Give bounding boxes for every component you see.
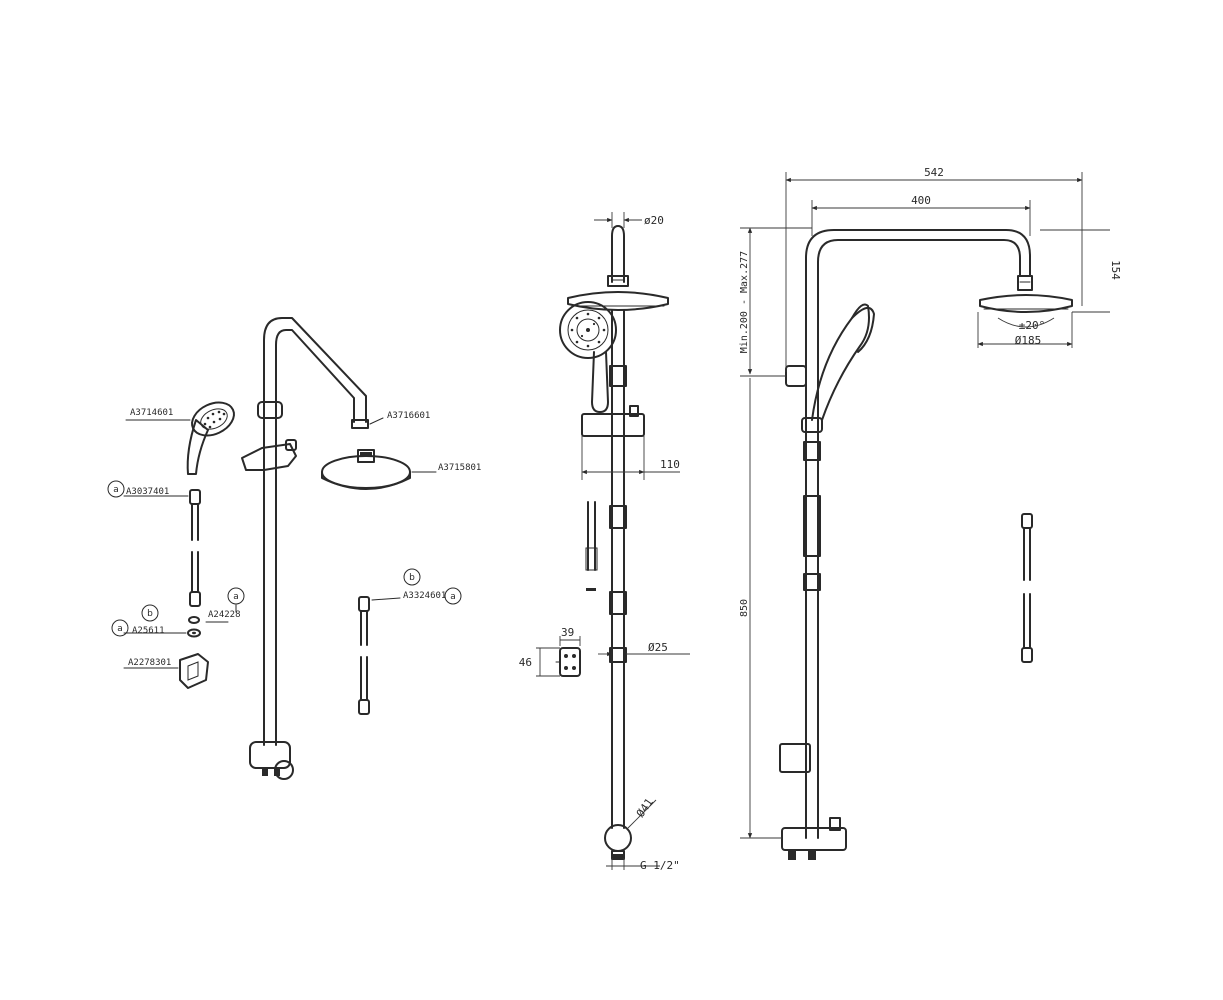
- dim-bracket-height: 46: [519, 656, 532, 669]
- dim-head-drop: 154: [1109, 260, 1122, 280]
- front-view: ø20 110 Ø25 39 46 Ø41 G 1/2": [519, 212, 690, 872]
- exploded-head-shower: [321, 449, 411, 490]
- side-dimension-lines: [740, 172, 1110, 839]
- dim-bracket-width: 39: [561, 626, 574, 639]
- svg-text:a: a: [450, 592, 456, 602]
- label-wall-bracket: A2278301: [128, 658, 171, 668]
- dim-top-pipe-diameter: ø20: [644, 214, 664, 227]
- dim-adjustment-range: Min.200 - Max.277: [739, 251, 750, 353]
- exploded-leader-lines: [123, 417, 437, 669]
- exploded-hose-a: [189, 489, 201, 607]
- label-hose-a: A3037401: [126, 487, 169, 497]
- svg-text:b: b: [147, 609, 153, 619]
- svg-text:a: a: [117, 624, 123, 634]
- dim-rail-height: 850: [739, 599, 750, 617]
- front-hand-shower-nozzles: [570, 312, 606, 348]
- exploded-rail-assembly: [241, 317, 369, 780]
- svg-text:a: a: [113, 485, 119, 495]
- exploded-view: A3714601 A3716601 A3715801 A3037401 A242…: [107, 317, 481, 780]
- variant-tag-b-washer: b: [141, 604, 159, 622]
- front-dimension-lines: [536, 212, 690, 870]
- svg-text:a: a: [233, 592, 239, 602]
- dim-bottom-diameter: Ø41: [634, 796, 656, 820]
- svg-text:b: b: [409, 573, 415, 583]
- variant-tag-a-hose: a: [107, 480, 125, 498]
- exploded-washers: [187, 616, 201, 638]
- exploded-hand-shower: [186, 401, 235, 475]
- side-view: 542 400 154 Min.200 - Max.277 850 ±20° Ø…: [739, 166, 1122, 860]
- dim-rail-diameter: Ø25: [648, 641, 668, 654]
- variant-tag-a-washer-seal: a: [111, 619, 129, 637]
- variant-tag-b-hose: b: [403, 568, 421, 586]
- variant-tag-a-hose-b: a: [444, 587, 462, 605]
- exploded-hose-b: [358, 596, 370, 715]
- dim-arm-reach: 400: [911, 194, 931, 207]
- label-hose-b: A3324601: [403, 591, 446, 601]
- dim-tilt-angle: ±20°: [1019, 319, 1046, 332]
- label-washer-small: A24228: [208, 610, 241, 620]
- dim-slider-width: 110: [660, 458, 680, 471]
- label-head-shower: A3715801: [438, 463, 481, 473]
- exploded-wall-bracket: [179, 653, 209, 689]
- variant-tag-a-washer-small: a: [227, 587, 245, 605]
- dim-connection-thread: G 1/2": [640, 859, 680, 872]
- label-hand-shower: A3714601: [130, 408, 173, 418]
- dim-head-diameter: Ø185: [1015, 334, 1042, 347]
- dim-overall-width: 542: [924, 166, 944, 179]
- label-washer-seal: A25611: [132, 626, 165, 636]
- label-arm: A3716601: [387, 411, 430, 421]
